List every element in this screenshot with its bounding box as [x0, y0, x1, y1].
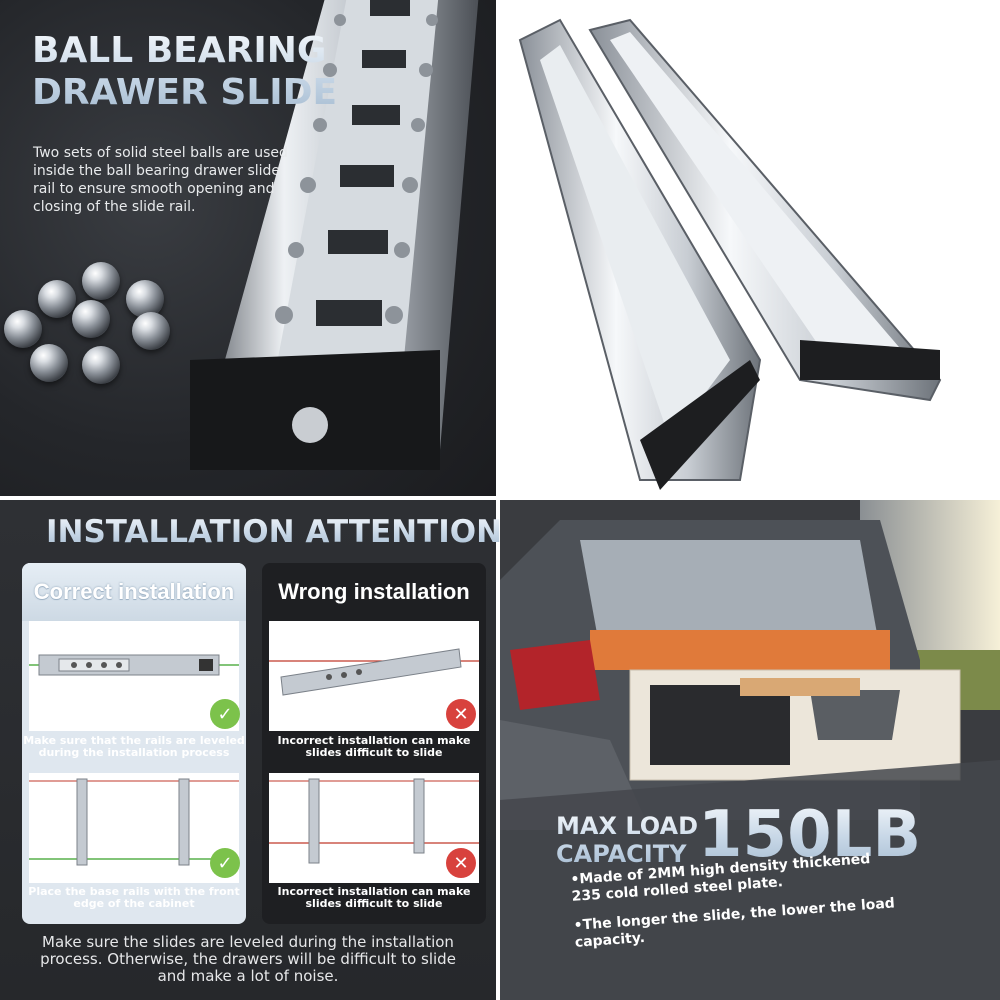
cross-icon: ✕ [446, 848, 476, 878]
base-rail-diagram [29, 773, 239, 883]
ball-bearing-panel: BALL BEARING DRAWER SLIDE Two sets of so… [0, 0, 496, 496]
steel-ball [82, 346, 120, 384]
bullet-length-note: •The longer the slide, the lower the loa… [573, 895, 896, 951]
correct-installation-label: Correct installation [22, 563, 246, 621]
wrong-caption-2: Incorrect installation can make slides d… [277, 885, 471, 910]
capacity-value: 150LB [698, 798, 922, 872]
wrong-caption-1: Incorrect installation can make slides d… [277, 734, 471, 759]
level-rail-diagram [29, 621, 239, 731]
headline-line-2: DRAWER SLIDE [32, 72, 338, 113]
wrong-installation-label: Wrong installation [278, 579, 470, 604]
headline-line-1: BALL BEARING [32, 30, 327, 71]
wrong-installation-card: Wrong installation ✕ Incorrect installat… [262, 563, 486, 924]
drawer-slides-product-panel [500, 0, 1000, 496]
drawer-slides-pair-image [518, 18, 942, 490]
steel-ball [132, 312, 170, 350]
steel-ball [72, 300, 110, 338]
feature-description: Two sets of solid steel balls are used i… [33, 145, 288, 215]
installation-note: Make sure the slides are leveled during … [40, 933, 456, 985]
steel-ball [82, 262, 120, 300]
headline: BALL BEARING DRAWER SLIDE [32, 30, 337, 114]
steel-balls-image [4, 262, 206, 392]
tilted-rail-diagram [269, 621, 479, 731]
correct-caption-2: Place the base rails with the front edge… [28, 885, 240, 910]
max-load-line-1: MAX LOAD [556, 812, 699, 840]
check-icon: ✓ [210, 848, 240, 878]
steel-ball [38, 280, 76, 318]
load-capacity-panel: MAX LOAD CAPACITY 150LB •Made of 2MM hig… [500, 500, 1000, 1000]
cross-icon: ✕ [446, 699, 476, 729]
misaligned-rail-diagram [269, 773, 479, 883]
car-trunk-drawer-scene [500, 500, 1000, 1000]
correct-caption-1: Make sure that the rails are leveled dur… [23, 734, 245, 759]
check-icon: ✓ [210, 699, 240, 729]
steel-ball [126, 280, 164, 318]
correct-installation-card: Correct installation ✓ Make sure that th… [22, 563, 246, 924]
steel-ball [30, 344, 68, 382]
max-load-label: MAX LOAD CAPACITY [556, 812, 698, 868]
installation-title: INSTALLATION ATTENTION [46, 514, 503, 550]
drawer-slide-closeup [190, 0, 479, 470]
steel-ball [4, 310, 42, 348]
